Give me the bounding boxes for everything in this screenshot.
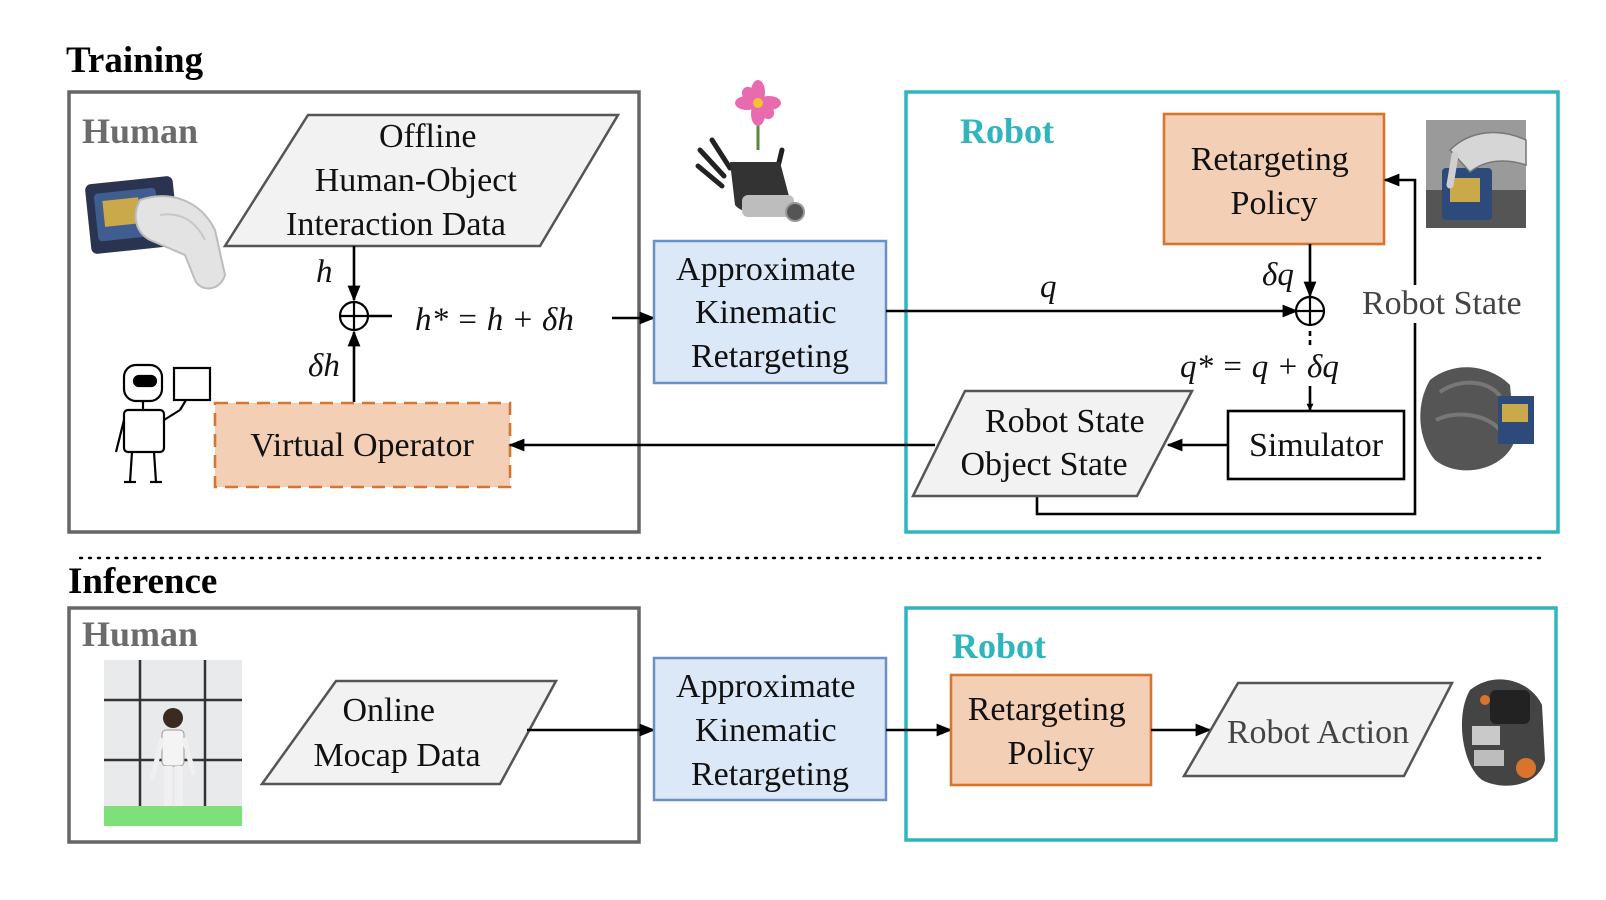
training-heading: Training (66, 40, 204, 81)
retarget-policy-text-inference: Retargeting Policy (968, 691, 1135, 772)
virtual-operator-text: Virtual Operator (250, 427, 474, 464)
offline-data-text: Offline Human-Object Interaction Data (286, 118, 525, 243)
training-human-panel (67, 90, 641, 534)
robot-state-loop-arrow (1035, 173, 1417, 516)
training-human-label: Human (82, 111, 198, 151)
hand-holding-can-image (85, 176, 227, 290)
inference-heading: Inference (68, 561, 217, 602)
simulator-text: Simulator (1249, 427, 1384, 464)
simulated-hand-image (1420, 367, 1534, 471)
inference-human-panel (67, 606, 641, 844)
inference-robot-label: Robot (952, 626, 1046, 666)
h-star-equation: h* = h + δh (415, 302, 574, 338)
robot-hand-action-image (1461, 679, 1545, 786)
sum-node-robot (1294, 295, 1326, 327)
robot-state-label: Robot State (1362, 285, 1522, 322)
delta-h-symbol: δh (308, 348, 340, 384)
inference-human-label: Human (82, 614, 198, 654)
robot-action-text: Robot Action (1227, 714, 1409, 751)
robot-action-node (1181, 681, 1455, 778)
retarget-policy-node-training (1162, 112, 1386, 246)
q-symbol: q (1040, 269, 1057, 305)
state-data-text: Robot State Object State (960, 403, 1153, 483)
approx-retarget-text-training: Approximate Kinematic Retargeting (676, 251, 864, 375)
robot-state-label-bg (1355, 285, 1555, 323)
robot-operator-sketch-icon (114, 363, 212, 484)
training-robot-label: Robot (960, 111, 1054, 151)
online-data-node (259, 679, 559, 786)
online-data-text: Online Mocap Data (313, 692, 480, 774)
delta-q-symbol: δq (1262, 257, 1294, 293)
human-mocap-photo (104, 660, 242, 826)
state-data-node (910, 389, 1195, 498)
offline-data-node (222, 113, 621, 248)
robot-hand-flower-image (695, 80, 805, 222)
retarget-policy-node-inference (949, 673, 1153, 787)
approx-retarget-text-inference: Approximate Kinematic Retargeting (676, 668, 864, 793)
approx-retarget-node-training (652, 239, 888, 385)
robot-hand-grasp-image (1426, 120, 1527, 228)
h-symbol: h (316, 254, 333, 290)
q-star-equation: q* = q + δq (1180, 349, 1339, 385)
sum-node-human (338, 300, 370, 332)
retarget-policy-text-training: Retargeting Policy (1191, 141, 1358, 222)
inference-robot-panel (904, 606, 1558, 842)
